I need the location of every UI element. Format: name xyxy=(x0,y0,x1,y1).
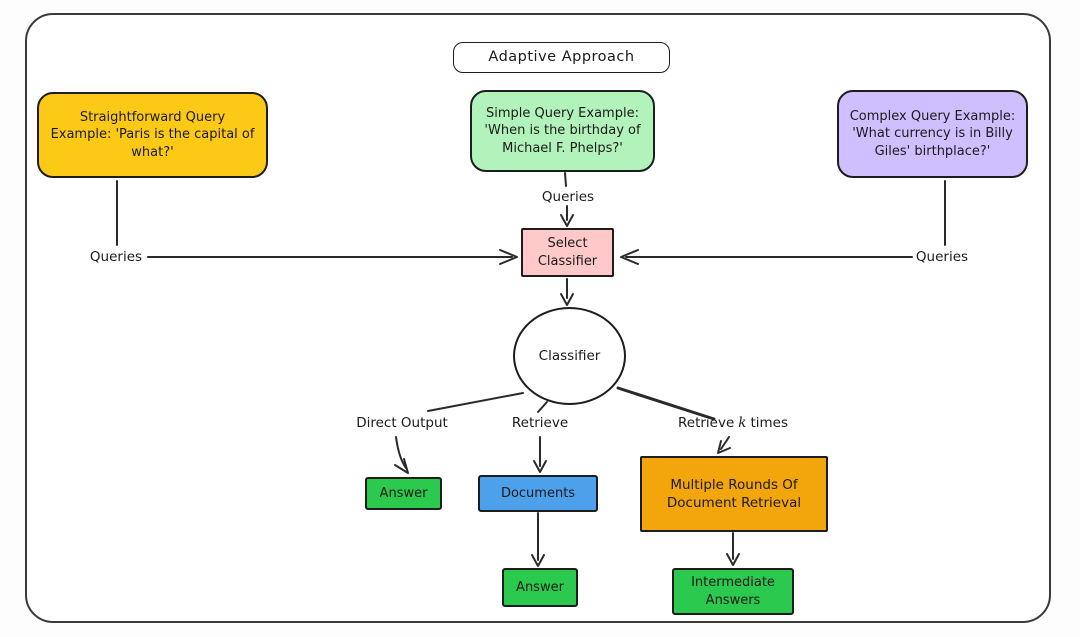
retrieve-k-prefix: Retrieve xyxy=(677,415,735,431)
answer-box-direct: Answer xyxy=(365,477,442,510)
retrieve-k-suffix: times xyxy=(750,415,789,431)
answer-retrieve-label: Answer xyxy=(516,579,564,595)
edge-label-queries-right: Queries xyxy=(915,249,969,265)
classifier-label: Classifier xyxy=(538,347,601,364)
query-text-complex: Complex Query Example: 'What currency is… xyxy=(849,108,1016,159)
select-classifier-label: Select Classifier xyxy=(537,235,598,269)
documents-box: Documents xyxy=(478,475,598,512)
multiple-rounds-label: Multiple Rounds Of Document Retrieval xyxy=(666,476,802,511)
title-box: Adaptive Approach xyxy=(453,42,670,73)
edge-label-queries-top: Queries xyxy=(541,189,595,205)
edge-label-direct-output: Direct Output xyxy=(356,415,448,431)
classifier-circle: Classifier xyxy=(513,307,626,405)
retrieve-k-variable: k xyxy=(738,415,747,431)
query-text-straightforward: Straightforward Query Example: 'Paris is… xyxy=(50,109,255,160)
answer-direct-label: Answer xyxy=(379,485,428,501)
answer-box-retrieve: Answer xyxy=(502,568,578,607)
title-label: Adaptive Approach xyxy=(488,48,635,65)
query-bubble-straightforward: Straightforward Query Example: 'Paris is… xyxy=(37,92,268,178)
query-bubble-complex: Complex Query Example: 'What currency is… xyxy=(837,90,1028,178)
edge-label-queries-left: Queries xyxy=(89,249,143,265)
select-classifier-box: Select Classifier xyxy=(521,228,614,277)
edge-label-retrieve: Retrieve xyxy=(511,415,569,431)
intermediate-answers-label: Intermediate Answers xyxy=(691,574,775,608)
query-bubble-simple: Simple Query Example: 'When is the birth… xyxy=(470,90,655,172)
documents-label: Documents xyxy=(500,485,576,501)
multiple-rounds-box: Multiple Rounds Of Document Retrieval xyxy=(640,456,828,532)
intermediate-answers-box: Intermediate Answers xyxy=(672,568,794,615)
query-text-simple: Simple Query Example: 'When is the birth… xyxy=(484,105,641,156)
